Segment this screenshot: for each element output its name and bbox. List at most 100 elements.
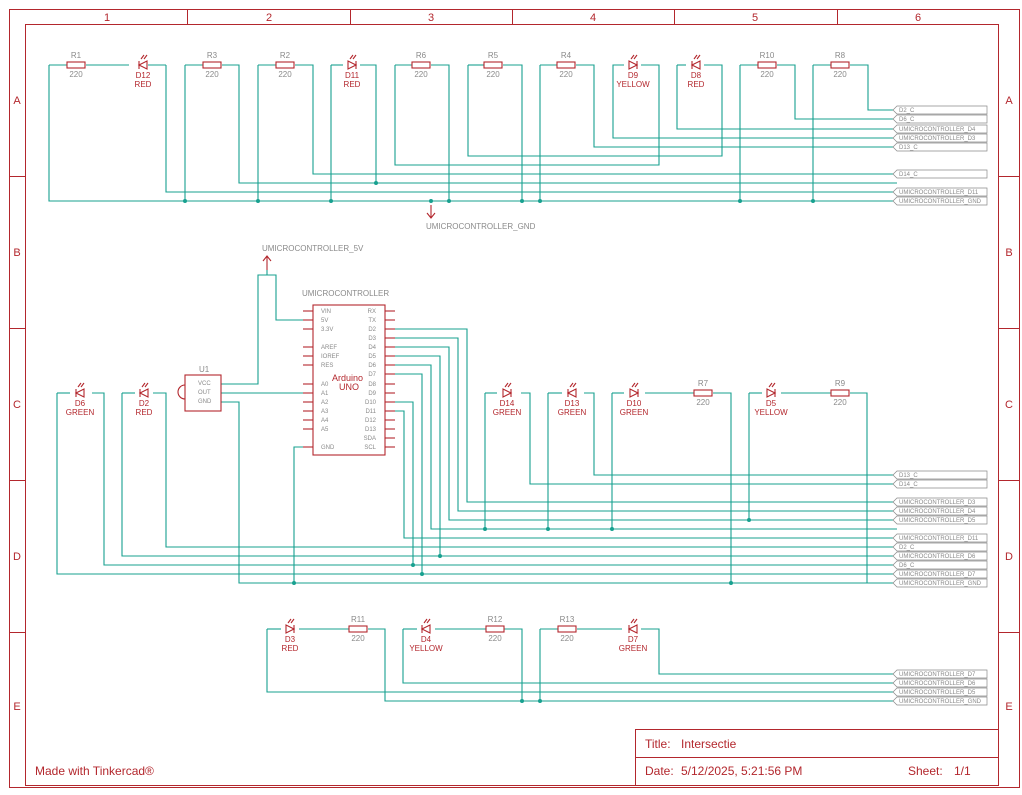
net-label-text: D13_C (899, 473, 918, 479)
mcu-right-pin: D6 (368, 363, 376, 369)
u1-pin-out: OUT (198, 390, 211, 396)
vcc-label: UMICROCONTROLLER_5V (262, 244, 364, 253)
resistor-value: 220 (278, 70, 292, 79)
mcu-right-pin: D7 (368, 372, 376, 378)
led-name: D11 (345, 71, 360, 80)
mcu-right-pin: TX (368, 318, 376, 324)
row-label-left: E (13, 701, 20, 713)
resistor-value: 220 (560, 634, 574, 643)
net-label-text: UMICROCONTROLLER_GND (899, 699, 982, 705)
net-label: D14_C (892, 169, 988, 179)
gnd-label: UMICROCONTROLLER_GND (426, 222, 536, 231)
mcu-left-pin: A1 (321, 391, 329, 397)
date-value: 5/12/2025, 5:21:56 PM (681, 764, 802, 778)
led-color: RED (135, 80, 152, 89)
led-color: YELLOW (409, 644, 443, 653)
net-label-text: D14_C (899, 172, 918, 178)
net-label: D6_C (892, 114, 988, 124)
title-value: Intersectie (681, 737, 737, 751)
net-label: UMICROCONTROLLER_GND (892, 196, 988, 206)
resistor-name: R13 (560, 615, 575, 624)
led-color: GREEN (493, 408, 522, 417)
led-name: D8 (691, 71, 702, 80)
net-label: D14_C (892, 479, 988, 489)
net-label: UMICROCONTROLLER_GND (892, 696, 988, 706)
net-label-text: UMICROCONTROLLER_D3 (899, 500, 976, 506)
net-label-text: D2_C (899, 545, 915, 551)
resistor-r2: R2 220 (275, 51, 295, 79)
resistor-value: 220 (833, 70, 847, 79)
arduino-uno: UMICROCONTROLLER Arduino UNO VIN5V3.3VAR… (302, 289, 395, 456)
resistor-name: R2 (280, 51, 291, 60)
net-label-text: UMICROCONTROLLER_GND (899, 581, 982, 587)
led-color: GREEN (66, 408, 95, 417)
mcu-right-pin: RX (368, 309, 376, 315)
mcu-left-pin: A4 (321, 418, 329, 424)
net-label: UMICROCONTROLLER_D11 (892, 533, 988, 543)
row-label-left: B (13, 247, 20, 259)
net-label-text: UMICROCONTROLLER_D5 (899, 690, 976, 696)
net-label-text: UMICROCONTROLLER_D5 (899, 518, 976, 524)
u1-name: U1 (199, 365, 210, 374)
led-color: GREEN (620, 408, 649, 417)
made-with-tinkercad: Made with Tinkercad® (35, 764, 154, 778)
mcu-left-pin: A5 (321, 427, 329, 433)
resistor-value: 220 (488, 634, 502, 643)
resistor-value: 220 (414, 70, 428, 79)
date-label: Date: (645, 764, 674, 778)
net-label: UMICROCONTROLLER_D6 (892, 551, 988, 561)
resistor-name: R11 (351, 615, 366, 624)
mcu-right-pin: D12 (365, 418, 377, 424)
net-label: UMICROCONTROLLER_D5 (892, 687, 988, 697)
net-label: UMICROCONTROLLER_D4 (892, 506, 988, 516)
led-color: RED (688, 80, 705, 89)
net-label-text: UMICROCONTROLLER_D6 (899, 681, 976, 687)
zone-dividers (9, 9, 1020, 633)
led-name: D3 (285, 635, 296, 644)
mcu-right-pin: SDA (364, 436, 376, 442)
net-label-text: UMICROCONTROLLER_D3 (899, 136, 976, 142)
row-label-right: D (1005, 551, 1013, 563)
mcu-right-pin: D13 (365, 427, 377, 433)
resistor-name: R1 (71, 51, 82, 60)
mcu-left-pin: GND (321, 445, 335, 451)
net-label: UMICROCONTROLLER_GND (892, 578, 988, 588)
row-label-right: A (1005, 95, 1013, 107)
led-name: D14 (500, 399, 515, 408)
mcu-left-pin: VIN (321, 309, 331, 315)
led-color: RED (344, 80, 361, 89)
led-color: RED (282, 644, 299, 653)
led-name: D2 (139, 399, 150, 408)
led-name: D4 (421, 635, 432, 644)
net-label: D2_C (892, 105, 988, 115)
mcu-name: UMICROCONTROLLER (302, 289, 389, 298)
column-label: 5 (752, 12, 758, 24)
row-label-right: B (1005, 247, 1012, 259)
mcu-label-arduino: Arduino (332, 373, 363, 383)
resistor-name: R5 (488, 51, 499, 60)
led-name: D5 (766, 399, 777, 408)
column-label: 3 (428, 12, 434, 24)
resistor-name: R9 (835, 379, 846, 388)
mcu-right-pin: SCL (364, 445, 376, 451)
row-label-left: C (13, 399, 21, 411)
outer-border (9, 9, 1020, 788)
u1-pin-gnd: GND (198, 399, 212, 405)
mcu-right-pin: D2 (368, 327, 376, 333)
led-color: RED (136, 408, 153, 417)
net-label: D13_C (892, 470, 988, 480)
net-label: D2_C (892, 542, 988, 552)
